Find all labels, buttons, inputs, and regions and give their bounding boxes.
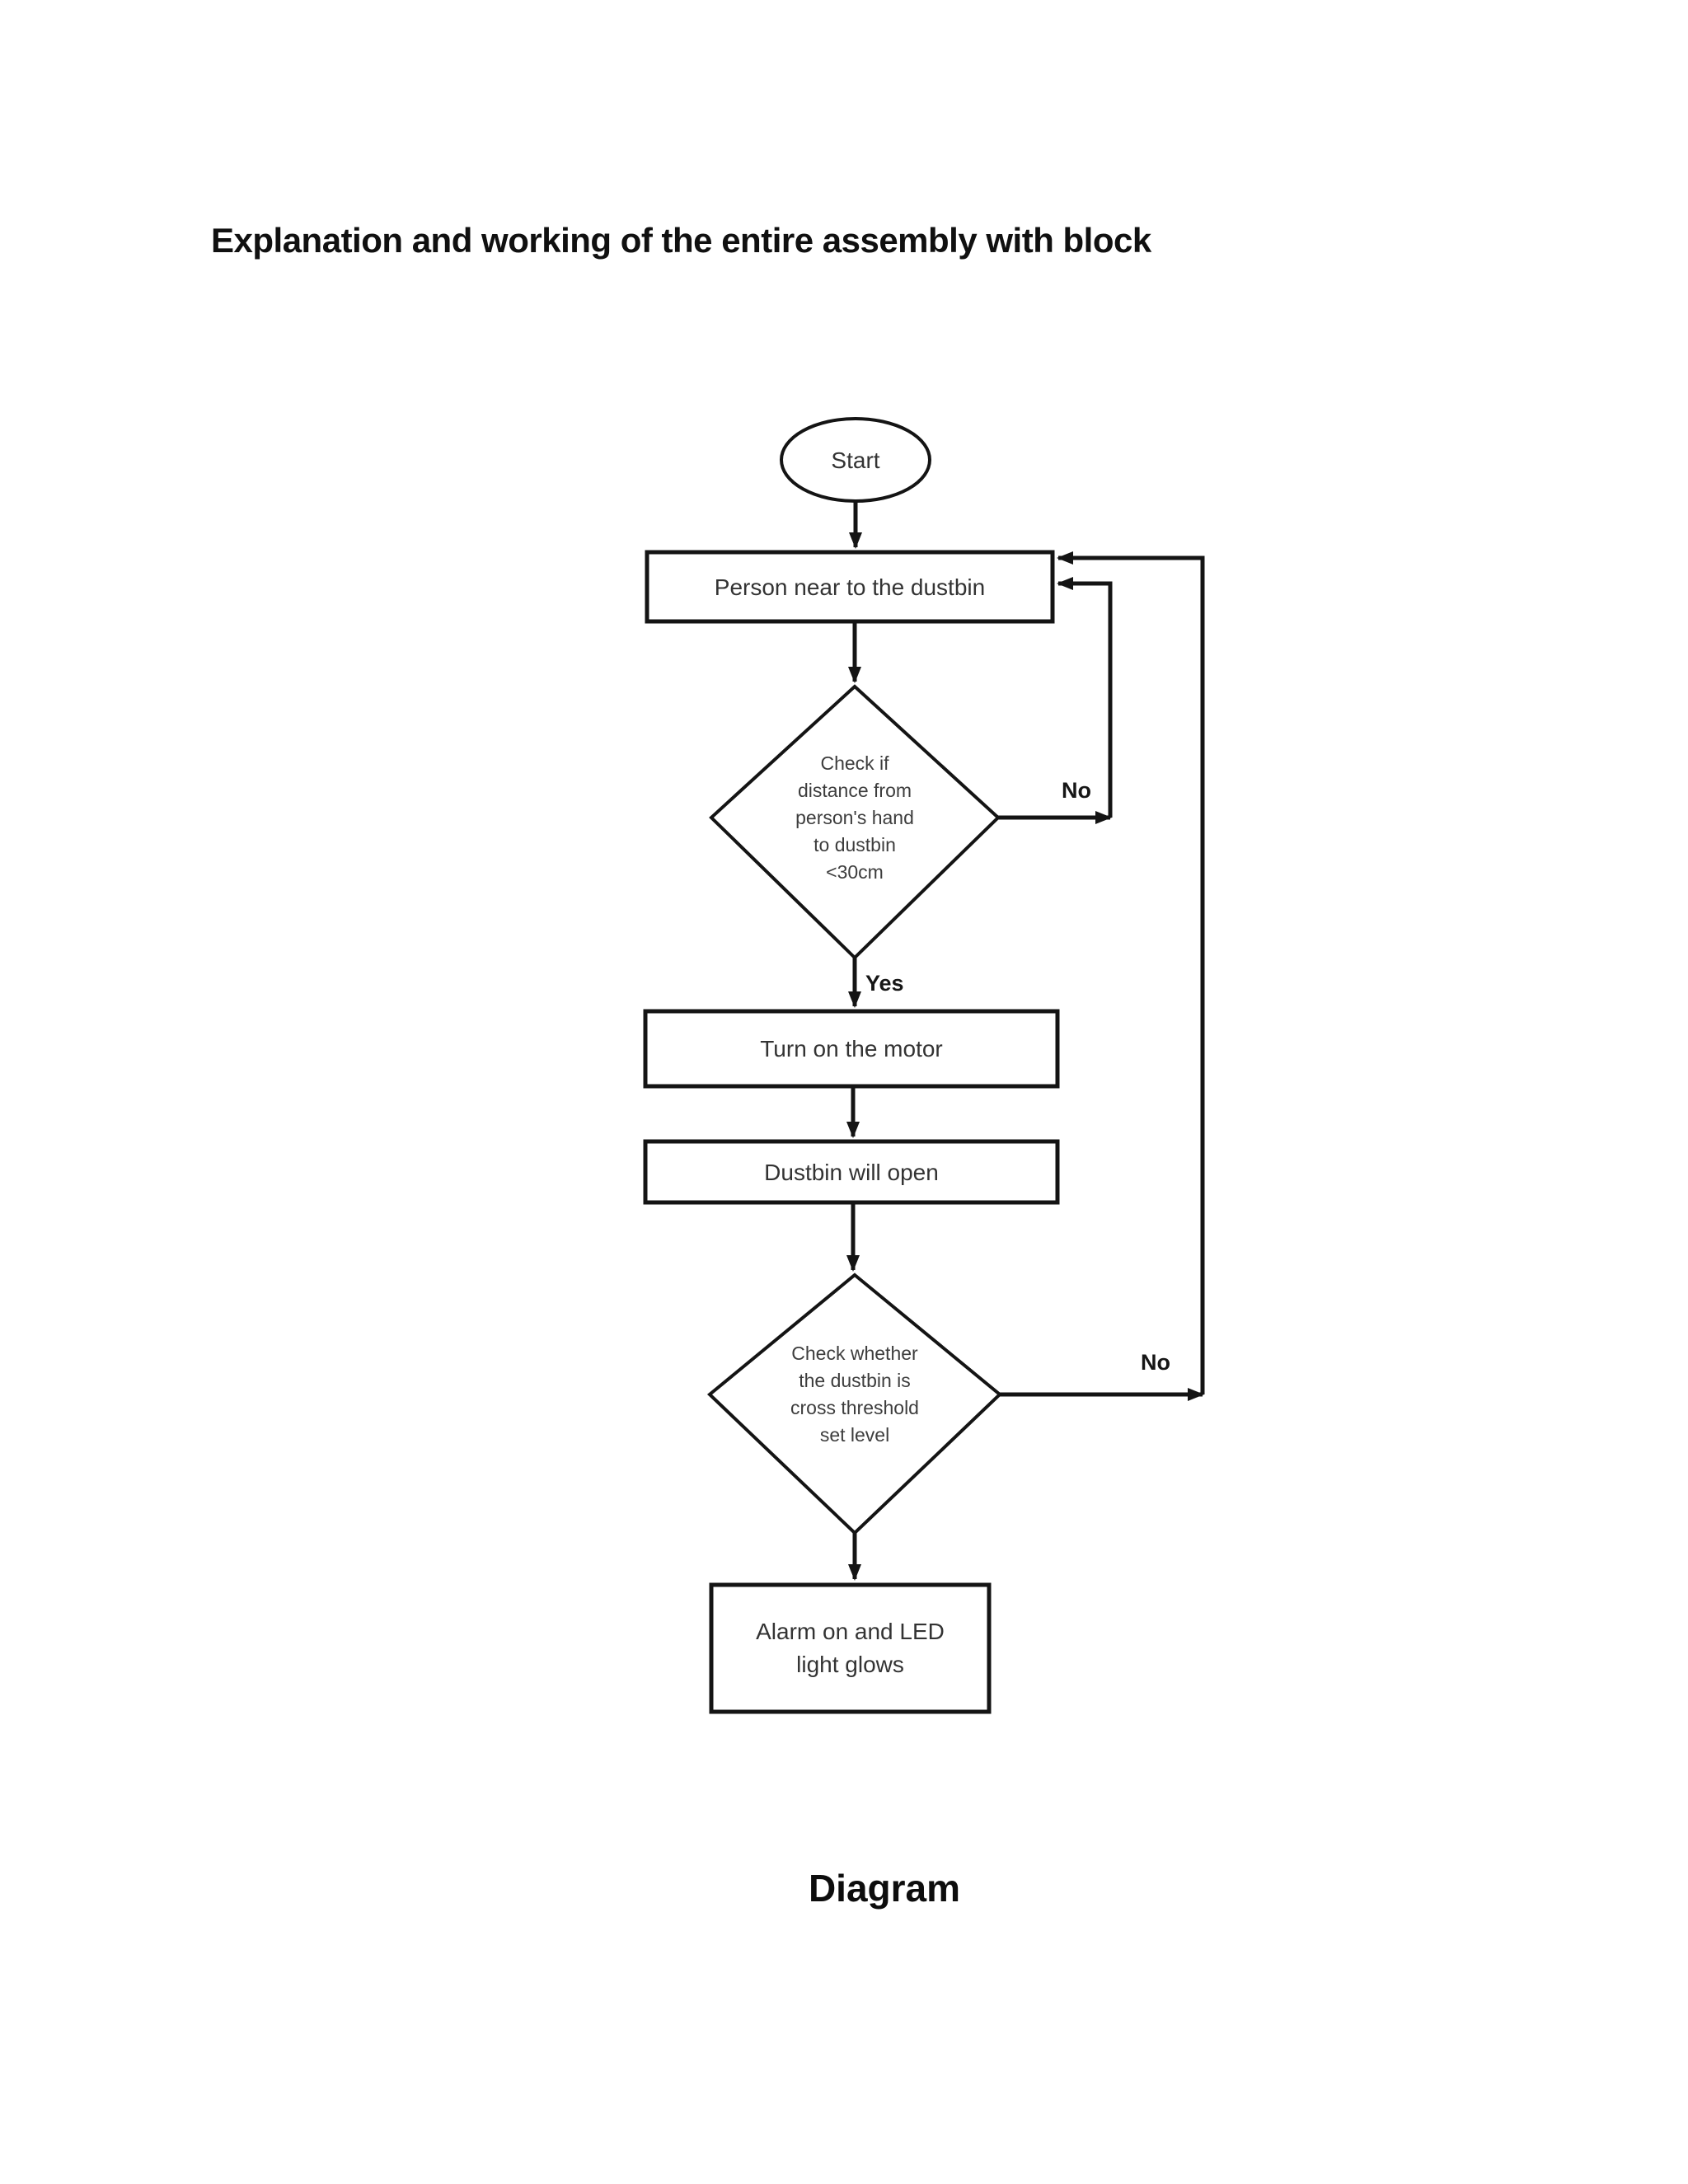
edge-threshold-no-return xyxy=(1057,551,1205,1394)
decision-diamond-threshold xyxy=(706,1272,1003,1535)
check-threshold-label: Check whether the dustbin is cross thres… xyxy=(790,1343,919,1446)
check-distance-label: Check if distance from person's hand to … xyxy=(795,752,914,883)
dustbin-will-open-label: Dustbin will open xyxy=(764,1160,939,1185)
process-box-alarm-led xyxy=(709,1582,992,1714)
yes-branch-label: Yes xyxy=(865,971,904,996)
page-title: Explanation and working of the entire as… xyxy=(211,221,1151,260)
process-box-person-near-dustbin xyxy=(645,550,1055,624)
start-terminator xyxy=(780,417,931,503)
no-branch-label-threshold: No xyxy=(1141,1350,1170,1375)
person-near-dustbin-label: Person near to the dustbin xyxy=(714,574,986,600)
edge-distance-no-return xyxy=(1057,577,1113,818)
diagram-caption: Diagram xyxy=(808,1867,961,1910)
start-label: Start xyxy=(831,448,880,473)
alarm-led-label: Alarm on and LED light glows xyxy=(756,1619,945,1677)
no-branch-label-distance: No xyxy=(1062,778,1091,803)
process-box-dustbin-open xyxy=(643,1139,1060,1205)
process-box-turn-on-motor xyxy=(643,1009,1060,1089)
turn-on-motor-label: Turn on the motor xyxy=(760,1036,943,1062)
decision-diamond-distance xyxy=(709,684,1001,960)
